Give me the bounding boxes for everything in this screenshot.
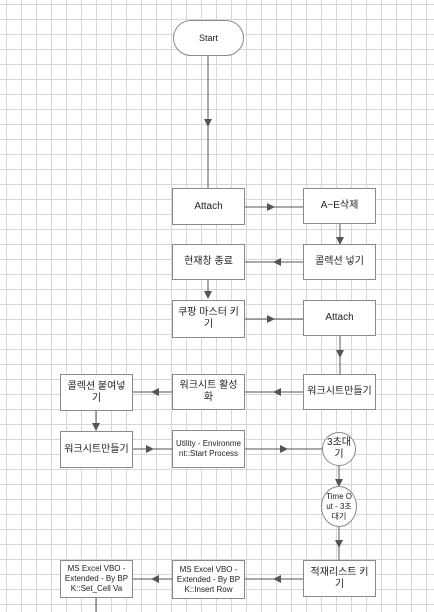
load-list-node[interactable]: 적재리스트 키기 <box>303 560 376 597</box>
activate-sheet-node[interactable]: 워크시트 활성화 <box>172 374 245 410</box>
start-node[interactable]: Start <box>173 20 244 56</box>
timeout-3s-node[interactable]: Time Out - 3초대기 <box>321 486 357 527</box>
collection-paste-node[interactable]: 콜렉션 붙여넣기 <box>60 374 133 411</box>
make-sheet-node-1[interactable]: 워크시트만들기 <box>303 374 376 410</box>
utility-start-process-node[interactable]: Utility - Environment::Start Process <box>172 430 245 468</box>
make-sheet-node-2[interactable]: 워크시트만들기 <box>60 431 133 468</box>
attach-node-2[interactable]: Attach <box>303 300 376 336</box>
excel-insert-row-node[interactable]: MS Excel VBO - Extended - By BPK::Insert… <box>172 560 245 599</box>
attach-node-1[interactable]: Attach <box>172 188 245 225</box>
wait-3s-node[interactable]: 3초대기 <box>322 432 356 466</box>
collection-put-node[interactable]: 콜렉션 넣기 <box>303 244 376 280</box>
close-current-node[interactable]: 현재창 종료 <box>172 244 245 280</box>
delete-ae-node[interactable]: A~E삭제 <box>303 188 376 224</box>
coupang-master-node[interactable]: 쿠팡 마스터 키기 <box>172 300 245 338</box>
excel-set-cell-node[interactable]: MS Excel VBO - Extended - By BPK::Set_Ce… <box>60 560 133 598</box>
